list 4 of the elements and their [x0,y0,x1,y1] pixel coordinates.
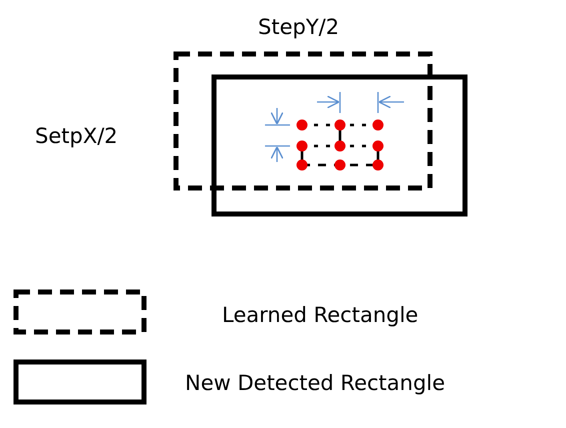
legend-label: Learned Rectangle [222,305,418,326]
step-x-label: SetpX/2 [35,126,118,147]
legend-label: New Detected Rectangle [185,373,446,394]
step-y-label: StepY/2 [258,17,340,38]
